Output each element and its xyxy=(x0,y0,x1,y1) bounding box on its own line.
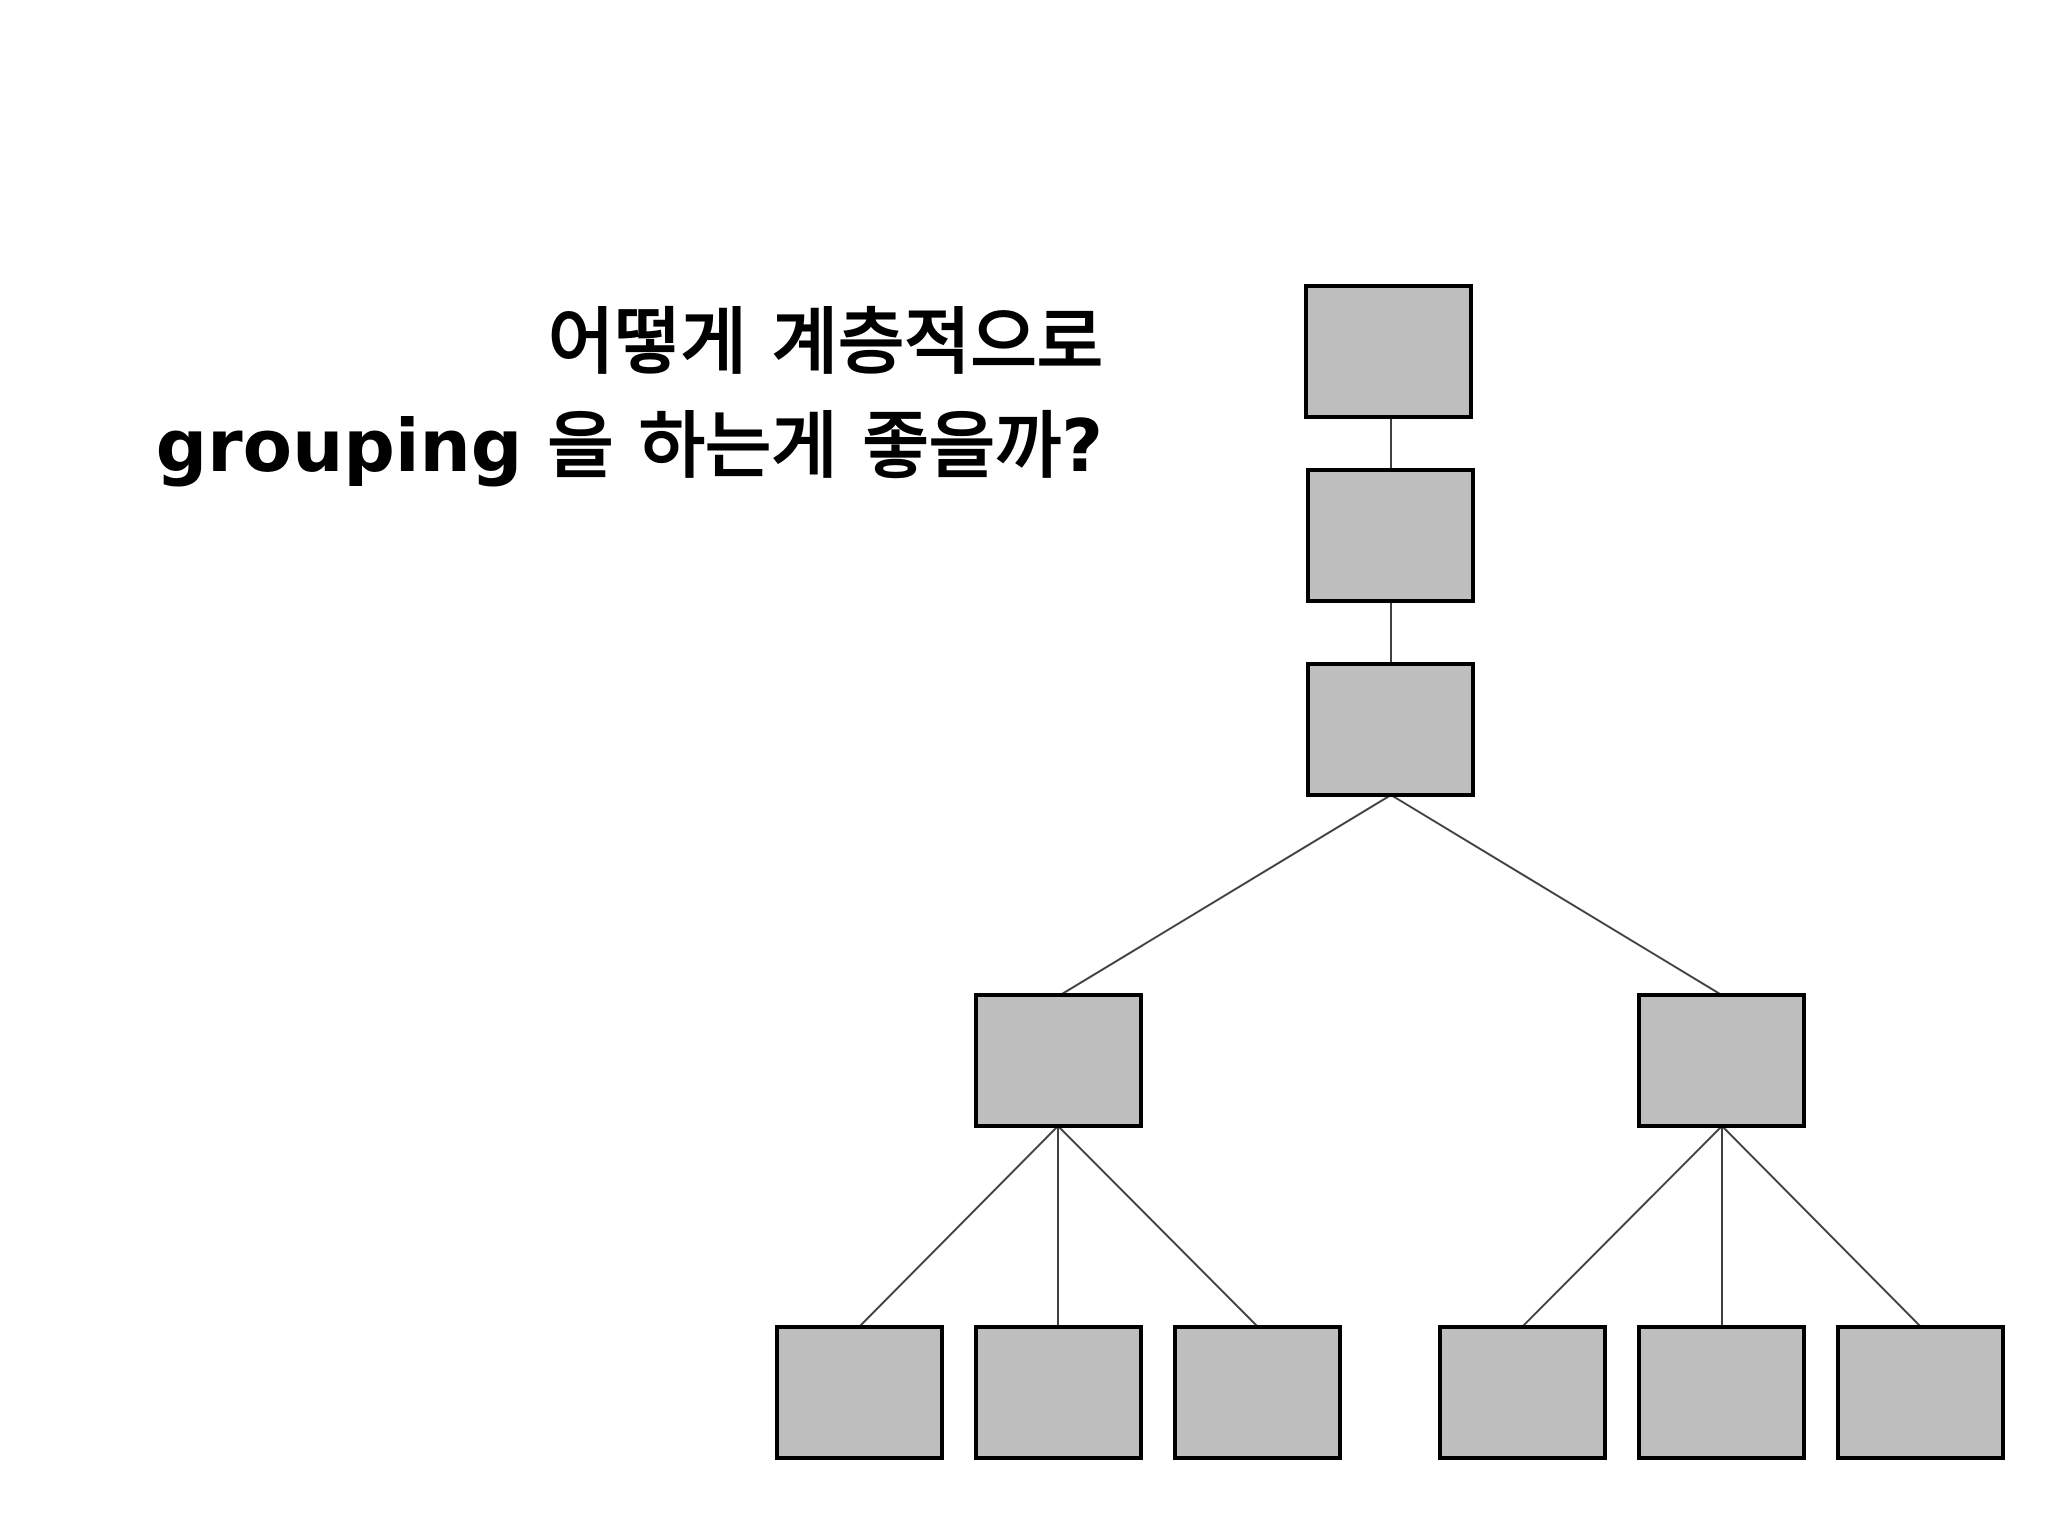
node-root xyxy=(1304,284,1473,419)
node-leaf-3 xyxy=(1173,1325,1342,1460)
node-leaf-4 xyxy=(1438,1325,1607,1460)
tree-edges xyxy=(859,417,1921,1327)
node-left-branch xyxy=(974,993,1143,1128)
edge-left-branch-to-leaf-3 xyxy=(1057,1125,1258,1327)
edge-level3-to-left-branch xyxy=(1061,794,1392,995)
edge-level3-to-right-branch xyxy=(1390,794,1721,995)
edge-right-branch-to-leaf-4 xyxy=(1522,1125,1723,1327)
node-right-branch xyxy=(1637,993,1806,1128)
edge-left-branch-to-leaf-1 xyxy=(859,1125,1059,1327)
node-leaf-6 xyxy=(1836,1325,2005,1460)
title-line-2: grouping 을 하는게 좋을까? xyxy=(155,404,1103,488)
tree-nodes xyxy=(775,284,2005,1460)
node-leaf-2 xyxy=(974,1325,1143,1460)
slide-title: 어떻게 계층적으로 grouping 을 하는게 좋을까? xyxy=(156,290,1103,498)
title-line-1: 어떻게 계층적으로 xyxy=(548,300,1103,384)
node-level-2 xyxy=(1306,468,1475,603)
node-level-3 xyxy=(1306,662,1475,797)
node-leaf-5 xyxy=(1637,1325,1806,1460)
node-leaf-1 xyxy=(775,1325,944,1460)
edge-right-branch-to-leaf-6 xyxy=(1721,1125,1921,1327)
